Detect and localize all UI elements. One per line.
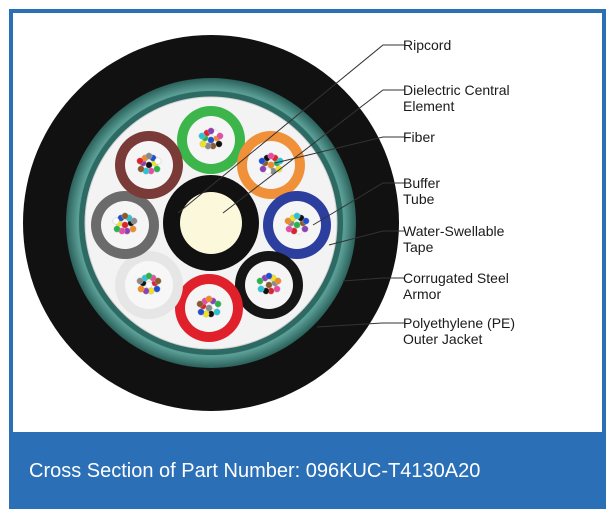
label-ripcord: Ripcord	[403, 37, 452, 53]
fiber-strand	[129, 225, 137, 233]
dielectric-central-element	[180, 192, 242, 254]
label-buffer: Buffer	[403, 175, 441, 191]
buffer-tubes	[91, 106, 331, 342]
fiber-strand	[216, 132, 224, 140]
fiber-strand	[197, 308, 205, 316]
fiber-strand	[273, 285, 281, 293]
fiber-strand	[113, 225, 121, 233]
fiber-strand	[136, 157, 144, 165]
fiber-strand	[301, 225, 309, 233]
leader-jacket	[316, 322, 405, 328]
fiber-strand	[145, 161, 153, 169]
label-dielectric-central: Dielectric Central	[403, 82, 510, 98]
fiber-strand	[205, 295, 213, 303]
diagram-panel: Ripcord Dielectric Central Element Fiber…	[13, 13, 602, 432]
fiber-strand	[284, 217, 292, 225]
fiber-strand	[121, 221, 129, 229]
fiber-strand	[267, 161, 275, 169]
fiber-strand	[274, 277, 282, 285]
fiber-strand	[145, 272, 153, 280]
leader-lines	[177, 44, 405, 328]
label-fiber: Fiber	[403, 129, 435, 145]
fiber-strand	[137, 285, 145, 293]
fiber-strand	[153, 285, 161, 293]
fiber-strand	[265, 272, 273, 280]
fiber-strand	[198, 132, 206, 140]
label-tube: Tube	[403, 191, 435, 207]
fiber-strand	[154, 157, 162, 165]
fiber-strand	[199, 140, 207, 148]
label-polyethylene: Polyethylene (PE)	[403, 315, 516, 331]
fiber-strand	[121, 212, 129, 220]
fiber-strand	[302, 217, 310, 225]
fiber-strand	[154, 277, 162, 285]
fiber-strand	[205, 304, 213, 312]
fiber-strand	[215, 140, 223, 148]
label-tape: Tape	[403, 239, 434, 255]
fiber-strand	[267, 152, 275, 160]
label-armor: Armor	[403, 286, 442, 302]
fiber-strand	[293, 221, 301, 229]
diagram-frame: Ripcord Dielectric Central Element Fiber…	[9, 9, 606, 509]
leader-tape	[328, 230, 405, 246]
fiber-strand	[213, 308, 221, 316]
leader-fiber	[274, 136, 405, 164]
fiber-strand	[293, 212, 301, 220]
cable-cross-section	[23, 35, 405, 411]
fiber-strand	[145, 281, 153, 289]
fiber-strand	[214, 300, 222, 308]
fiber-strand	[136, 277, 144, 285]
fiber-strand	[258, 157, 266, 165]
label-water-swellable: Water-Swellable	[403, 223, 505, 239]
label-outer-jacket: Outer Jacket	[403, 331, 483, 347]
fiber-strand	[285, 225, 293, 233]
fibers	[112, 127, 310, 318]
fiber-strand	[112, 217, 120, 225]
caption-bar: Cross Section of Part Number: 096KUC-T41…	[9, 436, 606, 509]
fiber-strand	[153, 165, 161, 173]
fiber-strand	[196, 300, 204, 308]
fiber-strand	[265, 281, 273, 289]
leader-buffer	[312, 182, 405, 226]
label-corrugated-steel: Corrugated Steel	[403, 270, 509, 286]
fiber-strand	[256, 277, 264, 285]
label-element: Element	[403, 98, 455, 114]
fiber-strand	[145, 152, 153, 160]
fiber-strand	[259, 165, 267, 173]
fiber-strand	[137, 165, 145, 173]
leader-armor	[342, 277, 405, 282]
fiber-strand	[257, 285, 265, 293]
leader-dielectric	[222, 89, 405, 214]
fiber-strand	[207, 127, 215, 135]
leader-ripcord	[177, 44, 405, 214]
fiber-strand	[130, 217, 138, 225]
fiber-strand	[207, 136, 215, 144]
caption-text: Cross Section of Part Number: 096KUC-T41…	[29, 460, 481, 482]
